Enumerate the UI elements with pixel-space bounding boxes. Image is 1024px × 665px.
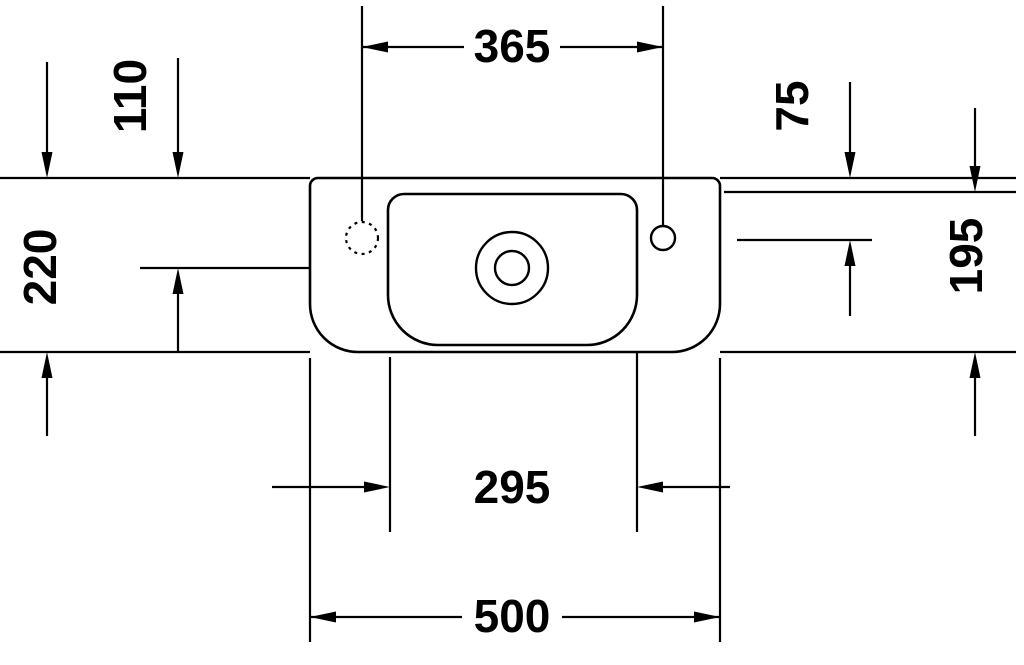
dim-500-arrow-right-icon	[694, 611, 720, 623]
dimension-500: 500	[310, 590, 720, 642]
dim-220-arrow-down-icon	[41, 152, 53, 178]
dim-295-label: 295	[474, 461, 551, 513]
dimension-110: 110	[104, 58, 184, 352]
dim-75-label: 75	[766, 80, 818, 131]
basin-inner-bowl-outline	[386, 192, 639, 347]
dimension-195: 195	[940, 108, 992, 436]
basin-outer-outline	[308, 176, 722, 354]
dim-110-arrow-up-icon	[172, 268, 184, 294]
dimension-75: 75	[766, 80, 856, 316]
dim-75-arrow-down-icon	[844, 152, 856, 178]
dimension-295: 295	[272, 461, 730, 513]
dim-295-arrow-right-icon	[364, 481, 390, 493]
dim-195-arrow-up-icon	[969, 352, 981, 378]
dimension-220: 220	[14, 62, 66, 436]
dim-110-label: 110	[104, 59, 156, 133]
dim-295-arrow-left-icon	[637, 481, 663, 493]
dim-500-label: 500	[474, 590, 551, 642]
left-optional-taphole-dashed-circle	[344, 220, 380, 256]
dim-500-arrow-left-icon	[310, 611, 336, 623]
dimension-365: 365	[362, 20, 663, 72]
right-taphole-circle	[649, 224, 677, 252]
dim-220-arrow-up-icon	[41, 352, 53, 378]
dim-220-label: 220	[14, 229, 66, 306]
drain-outer-circle	[474, 230, 550, 306]
dim-110-arrow-down-icon	[172, 152, 184, 178]
drain-inner-circle	[493, 249, 531, 287]
dim-195-label: 195	[940, 218, 992, 295]
dim-365-label: 365	[474, 20, 551, 72]
dim-365-arrow-left-icon	[362, 41, 388, 53]
dim-75-arrow-up-icon	[844, 240, 856, 266]
extension-lines	[0, 6, 1016, 642]
washbasin-outline-group	[308, 176, 722, 354]
dim-195-arrow-down-icon	[969, 166, 981, 192]
dim-365-arrow-right-icon	[637, 41, 663, 53]
